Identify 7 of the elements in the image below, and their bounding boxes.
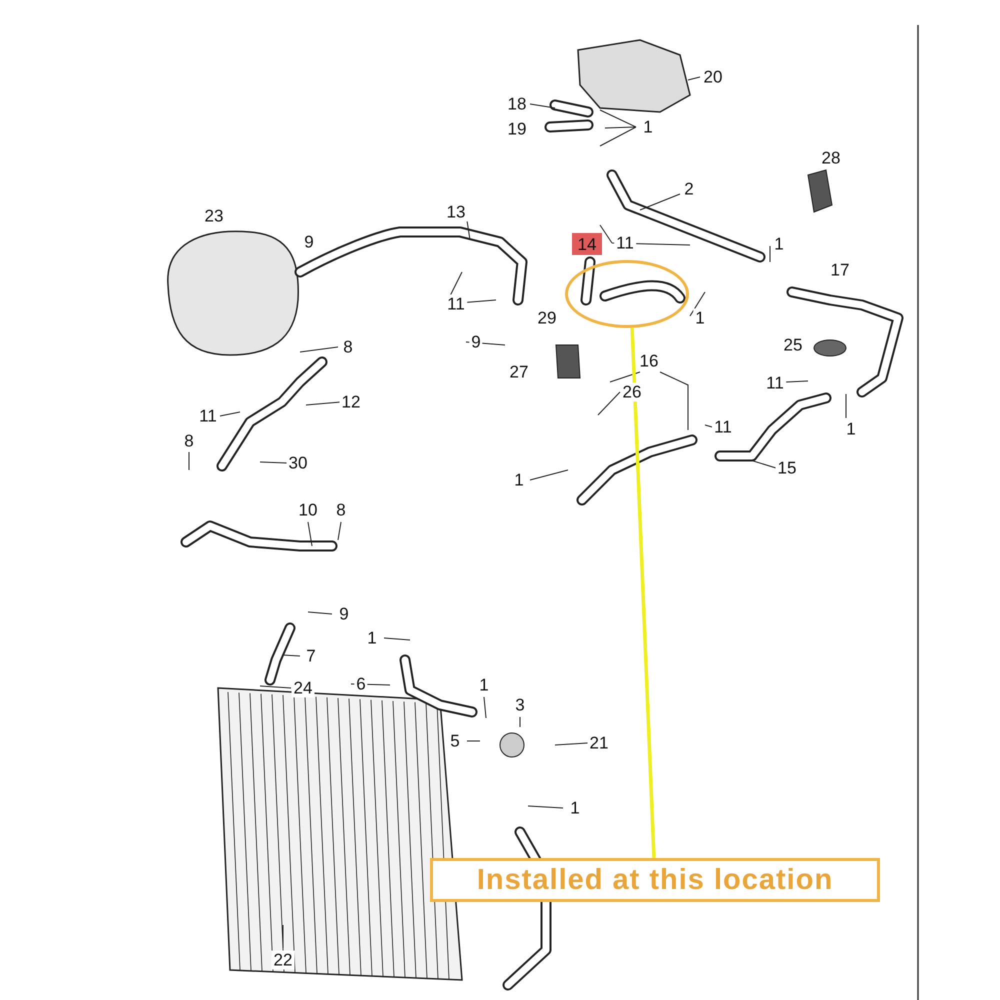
callout-number: 13 — [444, 202, 468, 222]
highlight-ellipse — [565, 260, 689, 328]
note-box: Installed at this location — [430, 858, 880, 902]
callout-number: 26 — [620, 382, 644, 402]
callout-number: 22 — [272, 950, 294, 970]
callout-number: 14 — [572, 233, 602, 255]
callout-number: 24 — [292, 678, 314, 698]
